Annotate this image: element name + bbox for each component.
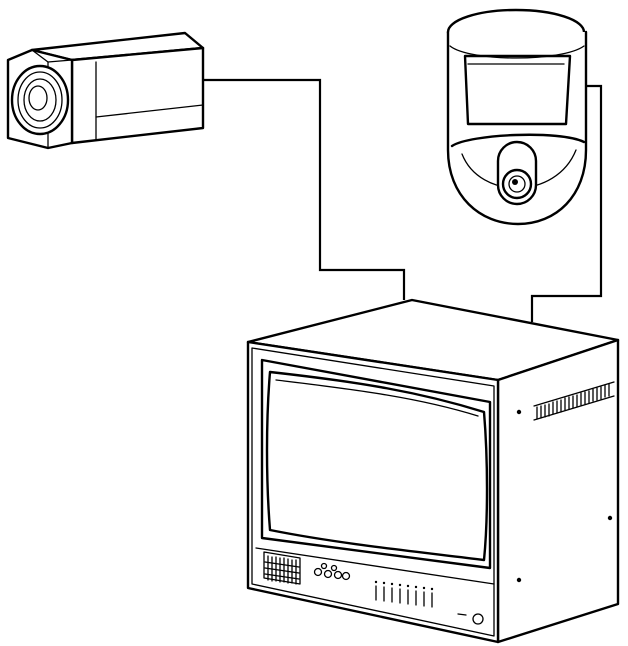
cable-box-camera-to-monitor — [203, 80, 404, 300]
box-camera-icon — [8, 33, 203, 148]
screw-bottom-left — [517, 578, 521, 582]
dome-camera-icon — [448, 10, 586, 224]
screw-right — [608, 516, 612, 520]
screw-top-left — [517, 410, 521, 414]
crt-monitor-icon — [248, 300, 618, 642]
